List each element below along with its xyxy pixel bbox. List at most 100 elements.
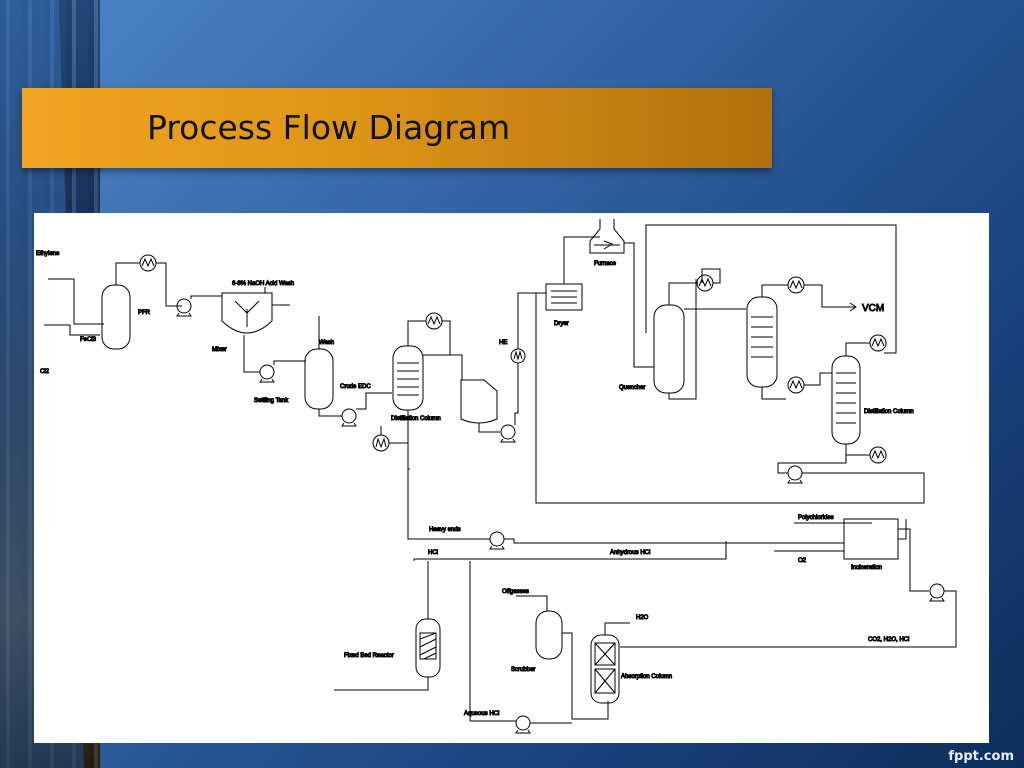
pump-4 bbox=[500, 424, 516, 440]
label-distillation-column-2: Distillation Column bbox=[864, 409, 914, 415]
label-crude-edc: Crude EDC bbox=[340, 384, 371, 390]
vcm-reboiler bbox=[787, 376, 805, 394]
settling-tank-vessel bbox=[304, 348, 334, 410]
quencher-vessel bbox=[653, 304, 685, 394]
packing-1-x bbox=[594, 642, 616, 666]
label-fecl3: FeCl3 bbox=[80, 337, 97, 343]
label-polychlorides: Polychlorides bbox=[798, 515, 834, 521]
pump-4-to-he-line bbox=[514, 363, 519, 425]
pfr-hx-coil bbox=[141, 257, 155, 268]
packing-2-x bbox=[594, 668, 616, 694]
label-h2o: H2O bbox=[636, 615, 649, 621]
receiver-drum bbox=[460, 379, 498, 424]
mixer-vessel bbox=[221, 292, 273, 334]
column-1-reflux-line bbox=[442, 320, 463, 380]
pump-1 bbox=[176, 298, 192, 314]
pump-8-base bbox=[515, 729, 531, 734]
ethylene-line bbox=[48, 278, 104, 325]
column-3-reboiler-coil bbox=[871, 449, 885, 460]
label-wash: Wash bbox=[319, 340, 334, 346]
process-flow-diagram: Ethylene Cl2 FeCl3 PFR 6-8% NaOH Acid Wa… bbox=[34, 213, 989, 743]
label-aqueous-hcl: Aqueous HCl bbox=[464, 711, 499, 717]
reactor-bed bbox=[419, 632, 437, 660]
offgasses-line bbox=[516, 595, 548, 611]
column-1-reboiler bbox=[372, 434, 390, 452]
quencher-condenser-coil bbox=[698, 277, 712, 288]
pump-2-base bbox=[259, 378, 275, 383]
label-fixed-bed-reactor: Fixed Bed Reactor bbox=[344, 653, 394, 659]
furnace-vessel bbox=[589, 219, 625, 254]
label-mixer: Mixer bbox=[212, 347, 227, 353]
column-1-reboiler-coil bbox=[375, 437, 387, 449]
pump-2 bbox=[259, 364, 275, 380]
cl2-line bbox=[44, 324, 100, 336]
quencher-top-line bbox=[668, 282, 698, 305]
pfr-heat-exchanger bbox=[139, 254, 157, 272]
title-banner: Process Flow Diagram bbox=[22, 88, 772, 168]
distillation-column-2 bbox=[831, 355, 861, 445]
bed-hatch bbox=[419, 638, 437, 648]
recycle-to-dryer-line bbox=[535, 292, 925, 504]
label-dryer: Dryer bbox=[554, 321, 569, 327]
bed-hatch bbox=[423, 652, 437, 660]
column-1-top-line bbox=[407, 320, 426, 346]
pump-7-base bbox=[489, 545, 505, 550]
he-to-dryer-line bbox=[517, 292, 546, 349]
footer-brand: fppt.com bbox=[948, 749, 1014, 764]
label-heavy-ends: Heavy ends bbox=[429, 527, 461, 533]
label-scrubber: Scrubber bbox=[511, 667, 535, 673]
heavy-ends-to-incineration bbox=[504, 538, 844, 544]
vcm-reboiler-coil bbox=[789, 379, 803, 390]
scrubber-to-absorber-line bbox=[562, 632, 609, 720]
column-1-condenser-coil bbox=[427, 315, 441, 326]
column-3-bottom-line bbox=[845, 444, 870, 456]
pump-3-base bbox=[341, 422, 357, 427]
pump-4-base bbox=[500, 438, 516, 443]
pump-3 bbox=[341, 408, 357, 424]
h2o-line bbox=[604, 622, 630, 635]
label-anhydrous-hcl: Anhydrous HCl bbox=[610, 550, 650, 556]
label-ethylene: Ethylene bbox=[36, 251, 60, 257]
label-he: HE bbox=[499, 340, 507, 346]
column-3-top-line bbox=[845, 342, 870, 356]
pfr-vessel bbox=[101, 284, 131, 350]
vcm-condenser bbox=[787, 276, 805, 294]
pump-6 bbox=[929, 583, 945, 599]
heavy-ends-line bbox=[407, 469, 490, 540]
label-quencher: Quencher bbox=[619, 385, 645, 391]
vcm-column bbox=[746, 296, 778, 388]
he-coil bbox=[513, 350, 523, 361]
label-naoh: 6-8% NaOH Acid Wash bbox=[232, 281, 294, 287]
pump-5-base bbox=[787, 479, 803, 484]
pump-1-base bbox=[176, 312, 192, 317]
scrubber-vessel bbox=[535, 610, 563, 660]
incineration-unit bbox=[843, 518, 899, 560]
quencher-reflux-loop bbox=[701, 268, 721, 284]
reactor-outlet-line bbox=[334, 677, 429, 691]
vcm-column-top-line bbox=[761, 284, 788, 297]
bed-hatch bbox=[419, 646, 437, 656]
label-absorption-column: Absorption Column bbox=[621, 674, 672, 680]
mixer-to-pump-line bbox=[243, 335, 260, 373]
reboiler-return-line bbox=[389, 442, 410, 470]
co2-h2o-hcl-line bbox=[620, 590, 957, 648]
label-o2: O2 bbox=[798, 558, 807, 564]
incineration-top-line bbox=[898, 519, 907, 540]
bed-hatch bbox=[419, 632, 437, 640]
column-3-condenser bbox=[869, 334, 887, 352]
label-furnace: Furnace bbox=[594, 261, 617, 267]
furnace-flame bbox=[603, 240, 614, 250]
vcm-bottom-to-column-3 bbox=[804, 372, 832, 386]
dryer-to-furnace-line bbox=[563, 236, 600, 284]
vcm-column-bottom-line bbox=[761, 387, 786, 400]
pfr-top-line bbox=[115, 262, 140, 285]
settling-to-pump-line bbox=[318, 409, 342, 417]
crude-edc-line bbox=[356, 392, 392, 410]
column-3-condenser-coil bbox=[871, 337, 885, 348]
label-offgasses: Offgasses bbox=[502, 589, 529, 595]
label-hcl: HCl bbox=[428, 550, 438, 556]
pump-1-out-line bbox=[190, 295, 222, 299]
pump-5 bbox=[787, 465, 803, 481]
mixer-impeller bbox=[234, 300, 260, 314]
top-recycle-loop bbox=[645, 224, 897, 354]
